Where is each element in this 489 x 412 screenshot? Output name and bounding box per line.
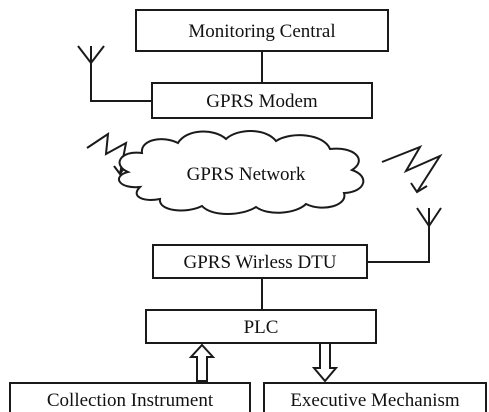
gprs-modem-node: GPRS Modem bbox=[151, 82, 373, 119]
executive-mechanism-label: Executive Mechanism bbox=[290, 390, 460, 411]
antenna-icon bbox=[367, 207, 442, 263]
executive-mechanism-node: Executive Mechanism bbox=[263, 382, 487, 412]
cloud-icon bbox=[117, 130, 365, 215]
gprs-network-label: GPRS Network bbox=[187, 164, 306, 185]
collection-instrument-label: Collection Instrument bbox=[47, 390, 214, 411]
plc-label: PLC bbox=[244, 317, 279, 338]
monitoring-central-label: Monitoring Central bbox=[188, 21, 335, 42]
up-arrow-icon bbox=[188, 343, 216, 382]
lightning-icon bbox=[86, 131, 128, 176]
collection-instrument-node: Collection Instrument bbox=[9, 382, 251, 412]
plc-node: PLC bbox=[145, 309, 377, 344]
lightning-icon bbox=[381, 145, 443, 194]
gprs-modem-label: GPRS Modem bbox=[206, 91, 318, 112]
gprs-dtu-label: GPRS Wirless DTU bbox=[183, 252, 336, 273]
antenna-icon bbox=[77, 45, 152, 102]
monitoring-central-node: Monitoring Central bbox=[135, 9, 389, 52]
down-arrow-icon bbox=[311, 342, 339, 383]
gprs-dtu-node: GPRS Wirless DTU bbox=[152, 244, 368, 279]
